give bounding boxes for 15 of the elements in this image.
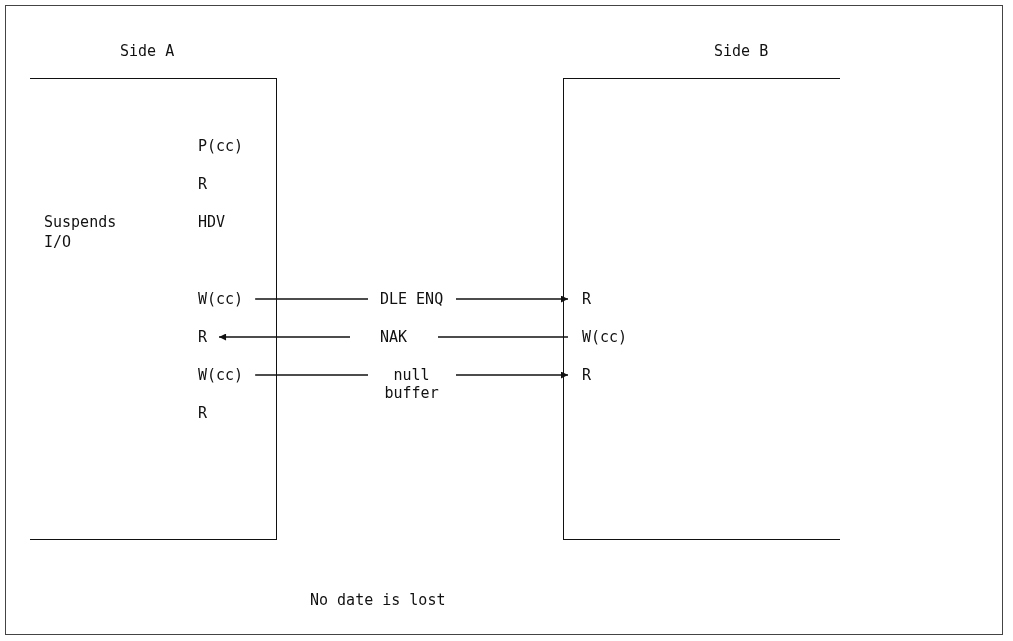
operation-text: R bbox=[582, 365, 592, 385]
operation-text: R bbox=[198, 174, 208, 194]
operation-text: W(cc) bbox=[198, 365, 244, 385]
operation-text: HDV bbox=[198, 212, 226, 232]
operation-text: R bbox=[198, 403, 208, 423]
operation-text: P(cc) bbox=[198, 136, 244, 156]
operation-text: R bbox=[582, 289, 592, 309]
side-heading: Side B bbox=[714, 41, 769, 61]
state-note: Suspends I/O bbox=[44, 212, 118, 252]
operation-text: W(cc) bbox=[198, 289, 244, 309]
message-label: DLE ENQ bbox=[367, 290, 456, 308]
operation-text: W(cc) bbox=[582, 327, 628, 347]
note-text: No date is lost bbox=[310, 590, 446, 610]
operation-text: R bbox=[198, 327, 208, 347]
side-heading: Side A bbox=[120, 41, 175, 61]
